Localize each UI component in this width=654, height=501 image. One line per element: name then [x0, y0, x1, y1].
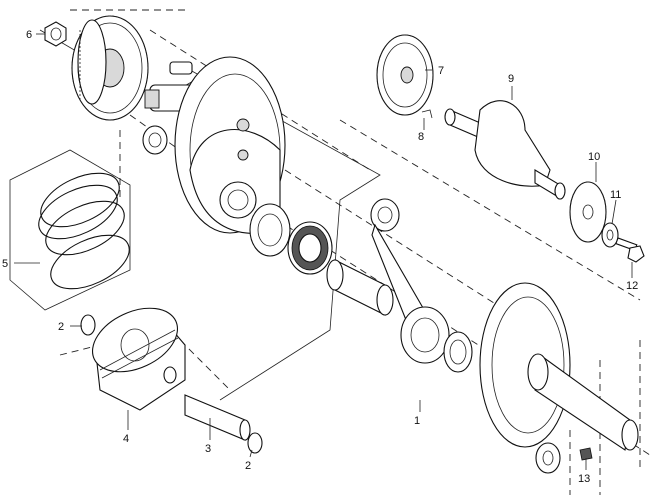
circlip-left-part [80, 314, 96, 336]
thrust-washer-part [249, 203, 291, 257]
callout-labels: 6 7 8 9 10 11 12 5 2 4 3 2 1 13 [2, 29, 638, 485]
crank-pin-part [326, 259, 394, 316]
bolt-part [615, 237, 645, 263]
callout-7: 7 [438, 65, 444, 77]
callout-2b: 2 [245, 460, 251, 472]
drive-gear-part [71, 15, 149, 121]
callout-13: 13 [578, 473, 590, 485]
needle-bearing-part [287, 221, 333, 275]
sprocket-part [569, 181, 607, 243]
callout-9: 9 [508, 73, 514, 85]
right-crank-half-part [479, 282, 639, 451]
callout-5: 5 [2, 258, 8, 270]
callout-10: 10 [588, 151, 600, 163]
callout-6: 6 [26, 29, 32, 41]
callout-3: 3 [205, 443, 211, 455]
piston-rings-part [38, 172, 130, 290]
small-washer-part [535, 442, 561, 474]
circlip-bottom-part [247, 432, 263, 454]
sprocket-washer-part [601, 222, 619, 248]
assembly-guide-lines [59, 9, 651, 495]
balancer-shaft-part [444, 100, 566, 200]
piston-pin-part [184, 394, 251, 441]
left-crank-half-part [142, 56, 286, 234]
nut-part [44, 21, 67, 47]
callout-2a: 2 [58, 321, 64, 333]
connecting-rod-part [370, 198, 450, 364]
leader-lines [14, 33, 633, 470]
gear-key-part [421, 109, 433, 119]
callout-8: 8 [418, 131, 424, 143]
timing-gear-part [376, 34, 434, 116]
woodruff-key-part [579, 447, 593, 461]
callout-12: 12 [626, 280, 638, 292]
thrust-washer-2-part [443, 331, 473, 373]
callout-4: 4 [123, 433, 129, 445]
piston-part [91, 307, 186, 411]
callout-1: 1 [414, 415, 420, 427]
callout-11: 11 [610, 189, 621, 201]
